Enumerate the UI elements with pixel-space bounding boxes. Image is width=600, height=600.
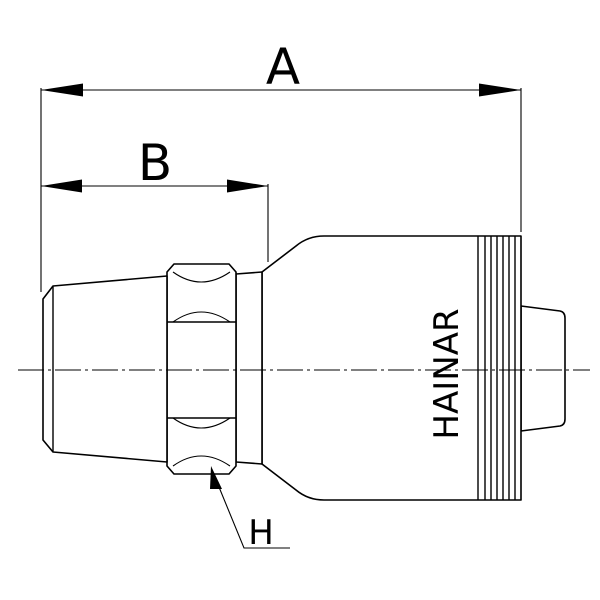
dimension-b: B <box>41 134 269 262</box>
dimension-b-arrow-left <box>41 179 82 193</box>
dimension-a-label: A <box>266 38 300 96</box>
hex-nut-chamfer-arcs <box>172 271 231 467</box>
dimension-h-arrow <box>210 466 222 489</box>
dimension-b-label: B <box>138 134 172 192</box>
dimension-b-arrow-right <box>227 179 268 193</box>
rear-spigot <box>520 305 566 432</box>
dimension-h-label: H <box>248 513 274 553</box>
dimension-a-arrow-left <box>41 83 83 97</box>
hex-nut <box>166 263 237 475</box>
sleeve-body <box>261 235 522 501</box>
brand-text: HAINAR <box>427 308 467 439</box>
dimension-a-arrow-right <box>479 83 521 97</box>
collar <box>235 271 263 465</box>
dimension-a: A <box>40 38 522 292</box>
dimension-h-leader <box>211 469 290 549</box>
dimension-h: H <box>210 466 290 553</box>
hex-nut-flat-edges <box>167 321 236 419</box>
front-nose <box>42 275 168 463</box>
connector-body: HAINAR <box>42 235 566 501</box>
sleeve-grooves <box>477 236 516 500</box>
